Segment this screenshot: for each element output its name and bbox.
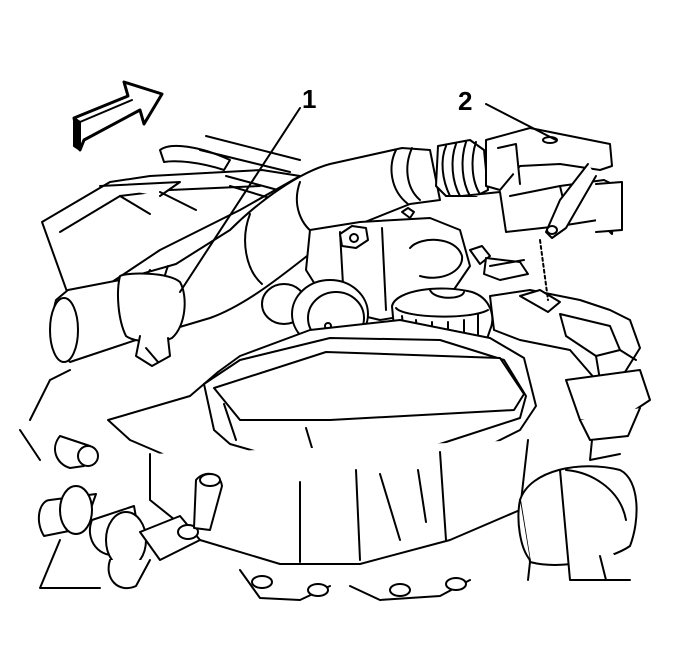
leader-line-2: [486, 104, 556, 140]
direction-arrow-icon: [74, 82, 162, 150]
module-housing: [108, 320, 536, 564]
leader-line-1: [180, 108, 300, 292]
callout-label-2: 2: [458, 86, 473, 116]
air-duct: [518, 466, 636, 580]
lower-hoses: [20, 370, 222, 588]
callout-label-1: 1: [302, 84, 317, 114]
hose-coupler: [436, 140, 488, 196]
bottom-frame: [240, 570, 470, 600]
callout-leaders: [180, 104, 556, 292]
wiring-harness: [490, 240, 650, 460]
hose-clamp: [118, 274, 185, 366]
mass-air-flow-sensor: [462, 128, 622, 238]
